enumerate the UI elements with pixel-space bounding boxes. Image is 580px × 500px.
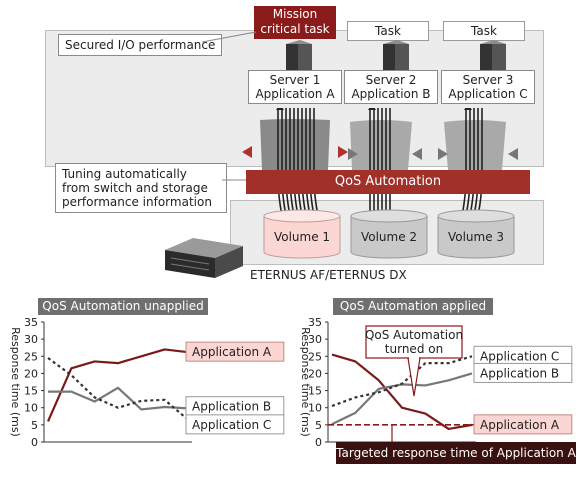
- task-label-3: Task: [443, 21, 525, 41]
- server-icon-3: [480, 40, 506, 72]
- y-tick-label: 20: [308, 367, 322, 380]
- expand-arrow-left: [242, 146, 252, 158]
- secured-io-pointer: [201, 31, 257, 43]
- y-tick-label: 35: [24, 316, 38, 329]
- volume-1-cylinder: [263, 209, 341, 259]
- volume-2-label: Volume 2: [360, 230, 418, 244]
- tuning-pointer: [222, 179, 246, 181]
- y-tick-label: 25: [24, 350, 38, 363]
- y-tick-label: 0: [315, 436, 322, 449]
- y-tick-label: 20: [24, 367, 38, 380]
- y-tick-label: 5: [315, 419, 322, 432]
- qos-on-line1: QoS Automation: [365, 328, 463, 342]
- volume-3-label: Volume 3: [447, 230, 505, 244]
- y-tick-label: 10: [308, 402, 322, 415]
- secured-io-callout: Secured I/O performance: [58, 34, 223, 56]
- server-icon-1: [286, 40, 312, 72]
- target-label-box: [336, 442, 576, 464]
- tuning-callout: Tuning automatically from switch and sto…: [55, 163, 227, 213]
- volume-1-label: Volume 1: [273, 230, 331, 244]
- chart-unapplied: Response time (ms) 0 5 10 15 20 25 30 35Applicat…: [9, 316, 285, 449]
- y-tick-label: 15: [308, 385, 322, 398]
- server-icons: [286, 40, 506, 72]
- legend-application-b-box: [473, 362, 573, 383]
- legend-application-a: Application A: [480, 418, 560, 432]
- volume-cylinders: [263, 209, 515, 259]
- mission-critical-task-label: Mission critical task: [254, 6, 336, 39]
- legend-application-c-box: [185, 414, 285, 435]
- y-tick-label: 25: [308, 350, 322, 363]
- series-line-application-a: [46, 348, 189, 422]
- legend-application-a-box: [185, 341, 285, 362]
- y-tick-label: 5: [31, 419, 38, 432]
- qos-automation-bar: QoS Automation: [246, 170, 530, 194]
- volume-3-cylinder: [437, 209, 515, 259]
- y-tick-label: 30: [24, 333, 38, 346]
- legend-application-c: Application C: [480, 349, 559, 363]
- storage-device-icon: [165, 238, 243, 278]
- y-axis-label: Response time (ms): [299, 327, 312, 437]
- storage-label: ETERNUS AF/ETERNUS DX: [250, 268, 407, 282]
- target-label: Targeted response time of Application A: [335, 446, 576, 460]
- legend-application-a: Application A: [192, 345, 272, 359]
- chart-title-applied: QoS Automation applied: [333, 298, 493, 315]
- y-tick-label: 0: [31, 436, 38, 449]
- task-label-2: Task: [347, 21, 429, 41]
- y-tick-label: 30: [308, 333, 322, 346]
- qos-on-line2: turned on: [385, 342, 443, 356]
- system-diagram: Mission critical task Task Task Secured …: [45, 6, 544, 282]
- server-icon-2: [383, 40, 409, 72]
- io-bundles: [242, 108, 518, 217]
- qos-on-pointer: [407, 357, 421, 397]
- legend-application-a-box: [473, 414, 573, 435]
- series-line-application-a: [331, 353, 473, 431]
- legend-application-b: Application B: [480, 366, 559, 380]
- series-line-application-c: [331, 355, 473, 408]
- series-line-application-b: [331, 372, 473, 426]
- expand-arrow-right: [338, 146, 348, 158]
- volume-2-cylinder: [350, 209, 428, 259]
- chart-title-unapplied: QoS Automation unapplied: [38, 298, 208, 315]
- series-line-application-b: [48, 386, 189, 411]
- chart-applied: Response time (ms)0 5 10 15 20 25 30 35Applicat…: [299, 316, 577, 464]
- legend-application-b: Application B: [192, 400, 271, 414]
- legend-application-c: Application C: [192, 418, 271, 432]
- y-tick-label: 15: [24, 385, 38, 398]
- y-axis-label: Response time (ms): [9, 327, 22, 437]
- qos-on-box: [365, 325, 463, 359]
- y-tick-label: 35: [308, 316, 322, 329]
- y-tick-label: 10: [24, 402, 38, 415]
